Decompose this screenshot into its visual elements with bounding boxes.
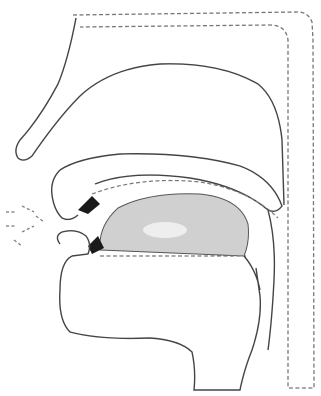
pharynx-front-wall [244,256,260,290]
tongue-highlight [143,222,187,238]
exit-airflow-marks [6,206,44,246]
pharynx-back-wall [268,210,274,350]
nose-profile [16,18,284,205]
upper-lip [52,170,78,219]
upper-articulation-mark [78,196,100,214]
lower-lip [57,231,89,256]
chin-jaw-neck [60,256,261,390]
